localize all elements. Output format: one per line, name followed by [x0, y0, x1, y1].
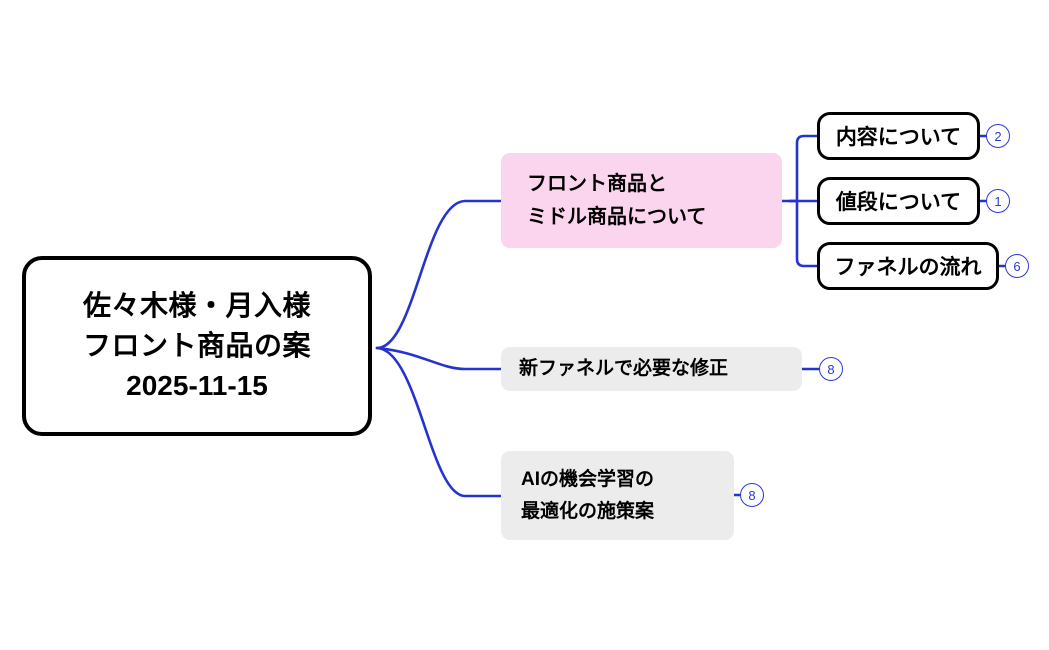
- root-line-date: 2025-11-15: [126, 369, 268, 401]
- edge-pink-to-content: [788, 134, 819, 203]
- leaf-node-content[interactable]: 内容について: [817, 112, 980, 160]
- branch-new-funnel-fix-line-1: 新ファネルで必要な修正: [519, 358, 729, 380]
- badge-new-funnel-fix[interactable]: 8: [819, 357, 843, 381]
- branch-ai-optimization-line-2: 最適化の施策案: [521, 500, 655, 522]
- branch-front-middle-line-2: ミドル商品について: [527, 205, 707, 228]
- root-line-1: 佐々木様・月入様: [82, 290, 311, 322]
- edge-root-to-ai-optimization: [375, 346, 503, 498]
- badge-content[interactable]: 2: [986, 124, 1010, 148]
- badge-price[interactable]: 1: [986, 189, 1010, 213]
- leaf-content-label: 内容について: [835, 126, 962, 149]
- branch-front-middle-line-1: フロント商品と: [527, 172, 667, 195]
- leaf-funnel-label: ファネルの流れ: [834, 256, 982, 279]
- root-line-2: フロント商品の案: [82, 330, 311, 362]
- branch-node-ai-optimization[interactable]: AIの機会学習の 最適化の施策案: [501, 451, 734, 540]
- branch-node-front-middle[interactable]: フロント商品と ミドル商品について: [501, 153, 782, 248]
- branch-node-new-funnel-fix[interactable]: 新ファネルで必要な修正: [501, 347, 802, 391]
- leaf-node-price[interactable]: 値段について: [817, 177, 980, 225]
- branch-ai-optimization-line-1: AIの機会学習の: [521, 469, 655, 491]
- leaf-node-funnel[interactable]: ファネルの流れ: [817, 242, 999, 290]
- edge-root-to-front-middle: [375, 199, 503, 350]
- edge-root-to-new-funnel-fix: [375, 346, 503, 371]
- badge-ai-optimization[interactable]: 8: [740, 483, 764, 507]
- root-node[interactable]: 佐々木様・月入様 フロント商品の案 2025-11-15: [22, 256, 372, 436]
- badge-funnel[interactable]: 6: [1005, 254, 1029, 278]
- leaf-price-label: 値段について: [835, 191, 962, 214]
- edge-pink-to-funnel: [788, 199, 819, 268]
